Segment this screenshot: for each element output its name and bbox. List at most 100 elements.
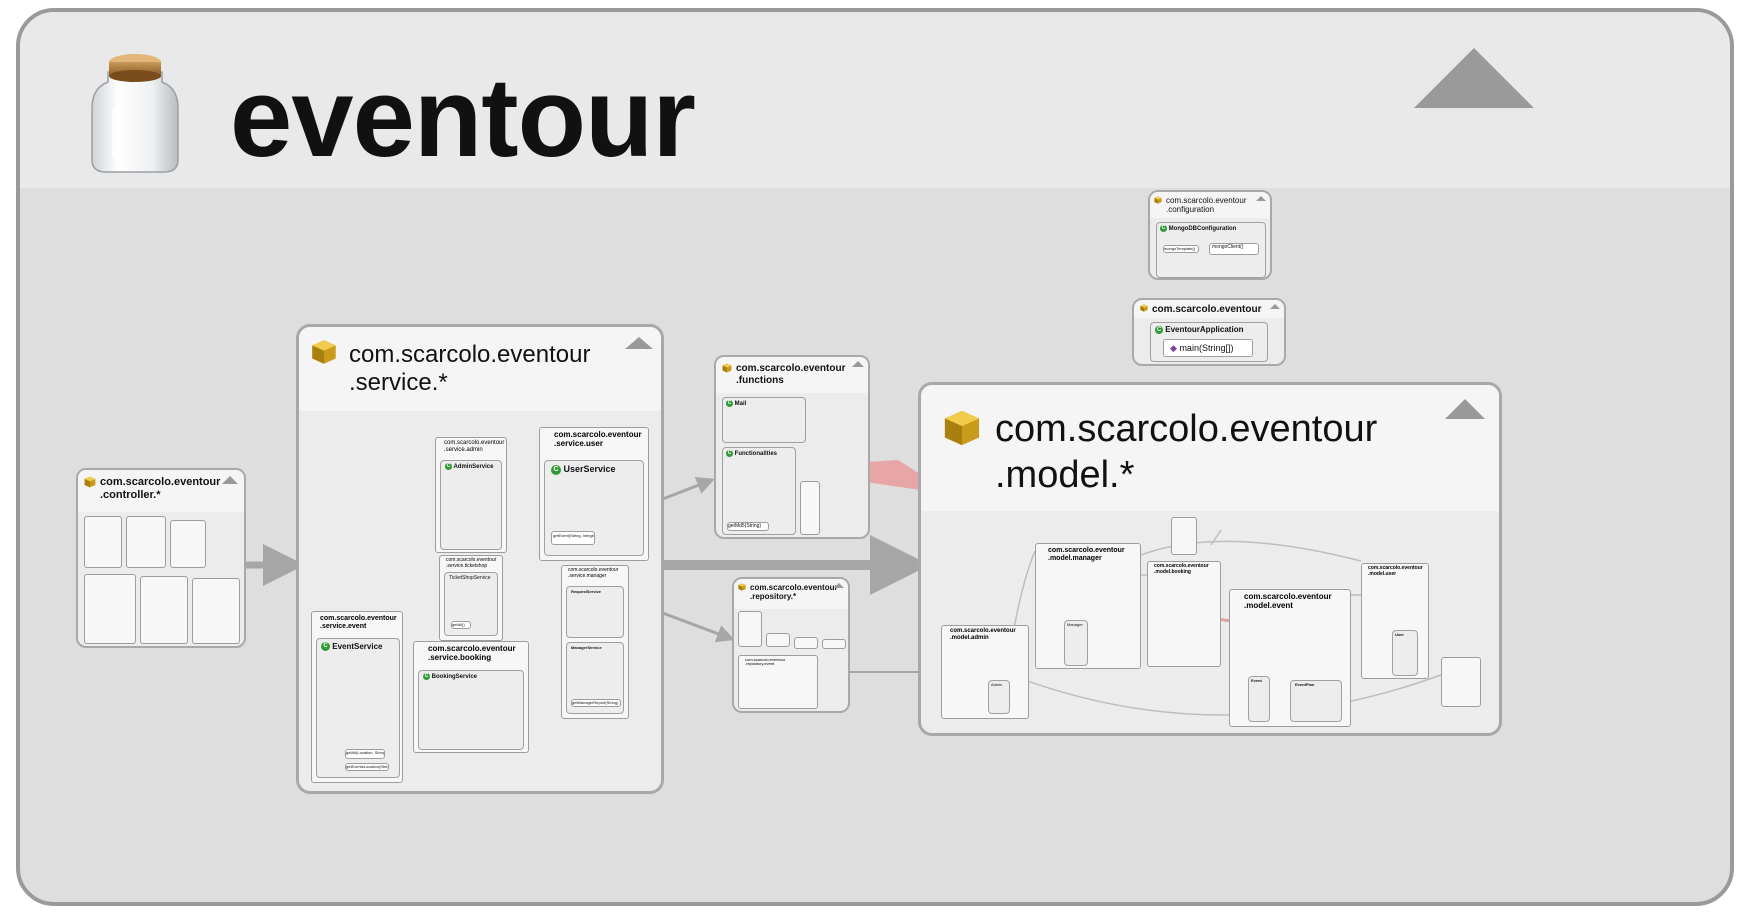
collapse-model-icon[interactable] (1445, 399, 1485, 419)
repository-event-line1: com.scarcolo.eventour (745, 657, 786, 662)
method-mongo-client[interactable]: mongoClient() (1209, 243, 1259, 255)
edge-service-repository (659, 610, 735, 643)
class-manager-name: Manager (1067, 622, 1083, 627)
class-ticketshop-service[interactable]: TicketShopService getAll() (444, 572, 498, 636)
class-icon: C (1160, 225, 1167, 232)
mini-package (170, 520, 206, 568)
model-manager-line2: .model.manager (1048, 554, 1102, 562)
mini-package (140, 576, 188, 644)
service-manager-line2: .service.manager (568, 572, 607, 579)
package-model-user[interactable]: com.scarcolo.eventour.model.user User (1361, 563, 1429, 679)
class-admin[interactable]: Admin (988, 680, 1010, 714)
class-icon: C (726, 400, 733, 407)
mini-package (126, 516, 166, 568)
model-user-line1: com.scarcolo.eventour (1368, 565, 1423, 571)
package-icon (944, 410, 980, 446)
model-admin-line2: .model.admin (950, 634, 989, 641)
package-root[interactable]: com.scarcolo.eventour C EventourApplicat… (1132, 298, 1286, 366)
collapse-project-icon[interactable] (1414, 48, 1534, 108)
mini-package (84, 516, 122, 568)
class-request-service[interactable]: RequestService (566, 586, 624, 638)
package-icon (722, 363, 732, 373)
class-event-plan[interactable]: EventPlan (1290, 680, 1342, 722)
package-model[interactable]: com.scarcolo.eventour.model.* com.scarco… (918, 382, 1502, 736)
class-booking-service[interactable]: C BookingService (418, 670, 524, 750)
collapse-functions-icon[interactable] (852, 361, 864, 367)
class-manager-service[interactable]: ManagerService getManagerReport(String) (566, 642, 624, 714)
service-booking-line1: com.scarcolo.eventour (428, 644, 516, 653)
class-icon: C (1155, 325, 1163, 334)
class-event[interactable]: Event (1248, 676, 1270, 722)
package-controller[interactable]: com.scarcolo.eventour.controller.* (76, 468, 246, 648)
method-icon: ◆ (1170, 343, 1177, 353)
service-admin-line2: .service.admin (444, 446, 483, 453)
service-booking-line2: .service.booking (428, 652, 492, 662)
package-model-booking[interactable]: com.scarcolo.eventour.model.booking (1147, 561, 1221, 667)
package-icon (84, 476, 96, 488)
package-icon (1154, 196, 1162, 204)
package-service-admin[interactable]: com.scarcolo.eventour.service.admin C Ad… (435, 437, 507, 553)
service-manager-line1: com.scarcolo.eventour (568, 567, 619, 573)
package-functions[interactable]: com.scarcolo.eventour.functions C Mail C… (714, 355, 870, 539)
package-model-manager[interactable]: com.scarcolo.eventour.model.manager Mana… (1035, 543, 1141, 669)
service-user-line1: com.scarcolo.eventour (554, 430, 642, 439)
package-service-booking[interactable]: com.scarcolo.eventour.service.booking C … (413, 641, 529, 753)
class-mongodb-configuration[interactable]: C MongoDBConfiguration mongoTemplate() m… (1156, 222, 1266, 278)
mini-class (766, 633, 790, 647)
package-controller-line1: com.scarcolo.eventour (100, 476, 221, 488)
package-service[interactable]: com.scarcolo.eventour.service.* com.scar… (296, 324, 664, 794)
model-user-line2: .model.user (1368, 570, 1397, 577)
class-admin-service[interactable]: C AdminService (440, 460, 502, 550)
method-get-all[interactable]: getAll() (451, 621, 471, 629)
service-admin-line1: com.scarcolo.eventour (444, 440, 505, 446)
collapse-controller-icon[interactable] (222, 476, 238, 484)
model-booking-line2: .model.booking (1154, 568, 1191, 575)
package-service-user[interactable]: com.scarcolo.eventour.service.user C Use… (539, 427, 649, 561)
model-admin-line1: com.scarcolo.eventour (950, 628, 1016, 634)
package-model-admin[interactable]: com.scarcolo.eventour.model.admin Admin (941, 625, 1029, 719)
mini-class (1171, 517, 1197, 555)
package-repository[interactable]: com.scarcolo.eventour.repository.* com.s… (732, 577, 850, 713)
service-user-line2: .service.user (554, 438, 603, 448)
collapse-root-icon[interactable] (1270, 304, 1280, 309)
mini-class (738, 611, 762, 647)
package-root-line1: com.scarcolo.eventour (1152, 304, 1262, 315)
service-event-line2: .service.event (320, 622, 367, 630)
mini-class (822, 639, 846, 649)
collapse-configuration-icon[interactable] (1256, 196, 1266, 201)
package-configuration-line1: com.scarcolo.eventour (1166, 196, 1247, 205)
method-main[interactable]: ◆ main(String[]) (1163, 339, 1253, 357)
package-model-event[interactable]: com.scarcolo.eventour.model.event Event … (1229, 589, 1351, 727)
collapse-repository-icon[interactable] (834, 583, 844, 588)
class-manager[interactable]: Manager (1064, 620, 1088, 666)
class-user-service[interactable]: C UserService getEvent(String, Integer, … (544, 460, 644, 556)
package-service-ticketshop[interactable]: com.scarcolo.eventour.service.ticketshop… (439, 555, 503, 641)
method-get-md5[interactable]: getMd5(String) (727, 522, 769, 531)
method-get-all-location[interactable]: getAll(Location, String) (345, 749, 385, 759)
class-event-plan-name: EventPlan (1295, 682, 1315, 687)
method-get-event[interactable]: getEvent(String, Integer, Integer) (551, 531, 595, 545)
package-configuration[interactable]: com.scarcolo.eventour.configuration C Mo… (1148, 190, 1272, 280)
class-functionalities[interactable]: C Functionalities getMd5(String) (722, 447, 796, 535)
model-manager-line1: com.scarcolo.eventour (1048, 547, 1125, 554)
model-booking-line1: com.scarcolo.eventour (1154, 563, 1209, 569)
mini-class (794, 637, 818, 649)
class-admin-service-name: AdminService (453, 464, 494, 471)
method-get-events-location[interactable]: getEventsLocation(String) (345, 763, 389, 771)
class-event-service[interactable]: C EventService getAll(Location, String) … (316, 638, 400, 778)
package-service-manager[interactable]: com.scarcolo.eventour.service.manager Re… (561, 565, 629, 719)
package-repository-event[interactable]: com.scarcolo.eventour.repository.event (738, 655, 818, 709)
method-main-label: main(String[]) (1179, 343, 1234, 353)
package-service-event[interactable]: com.scarcolo.eventour.service.event C Ev… (311, 611, 403, 783)
package-icon (738, 583, 746, 591)
class-eventour-application[interactable]: C EventourApplication ◆ main(String[]) (1150, 322, 1268, 362)
class-request-service-name: RequestService (571, 589, 602, 594)
package-icon (1140, 304, 1148, 312)
class-mail[interactable]: C Mail (722, 397, 806, 443)
method-get-manager-report[interactable]: getManagerReport(String) (571, 699, 621, 707)
class-event-service-name: EventService (332, 642, 383, 651)
method-mongo-template[interactable]: mongoTemplate() (1163, 245, 1199, 253)
class-icon: C (445, 463, 452, 470)
class-user[interactable]: User (1392, 630, 1418, 676)
collapse-service-icon[interactable] (625, 337, 653, 349)
